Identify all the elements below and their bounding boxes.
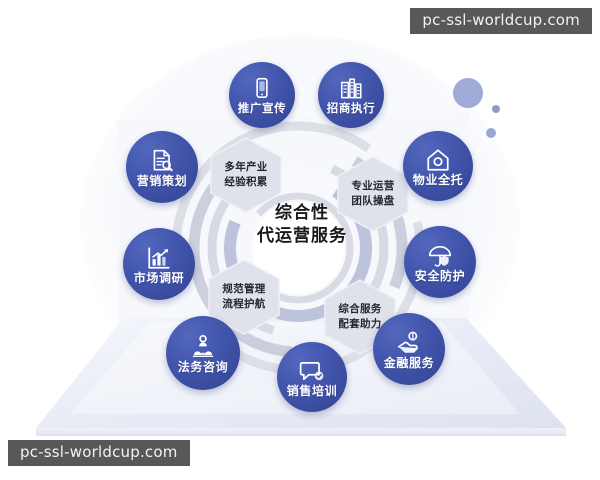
office-building-icon bbox=[341, 78, 362, 99]
hand-coin-icon bbox=[397, 331, 419, 353]
hex-label-line2: 团队操盘 bbox=[351, 195, 395, 207]
center-title: 综合性 代运营服务 bbox=[240, 202, 364, 248]
node-market-research[interactable]: 市场调研 bbox=[123, 228, 195, 300]
node-label: 市场调研 bbox=[133, 270, 185, 285]
hex-label-line2: 流程护航 bbox=[222, 298, 266, 310]
hex-label-line2: 经验积累 bbox=[224, 176, 268, 188]
decorative-dot-medium bbox=[486, 128, 496, 138]
node-promotion[interactable]: 推广宣传 bbox=[229, 62, 295, 128]
hex-label: 综合服务 配套助力 bbox=[338, 302, 381, 331]
hex-label-line1: 多年产业 bbox=[224, 161, 268, 174]
center-title-line2: 代运营服务 bbox=[257, 225, 347, 246]
hex-label: 规范管理 流程护航 bbox=[222, 282, 265, 311]
watermark-bottom: pc-ssl-worldcup.com bbox=[8, 440, 190, 466]
mobile-phone-icon bbox=[256, 77, 268, 98]
speech-bubble-icon bbox=[299, 361, 324, 380]
node-security-protection[interactable]: 安全防护 bbox=[404, 226, 476, 298]
node-property-trust[interactable]: 物业全托 bbox=[403, 131, 473, 201]
house-icon bbox=[427, 148, 449, 171]
document-search-icon bbox=[153, 149, 173, 171]
node-label: 金融服务 bbox=[383, 355, 435, 370]
node-label: 法务咨询 bbox=[177, 359, 229, 374]
hex-professional-team: 专业运营 团队操盘 bbox=[336, 156, 410, 232]
node-label: 物业全托 bbox=[412, 172, 464, 187]
node-legal-consulting[interactable]: 法务咨询 bbox=[166, 316, 240, 390]
node-label: 销售培训 bbox=[286, 383, 338, 398]
node-label: 推广宣传 bbox=[237, 100, 287, 115]
node-label: 招商执行 bbox=[326, 100, 376, 115]
hex-label-line1: 规范管理 bbox=[222, 283, 266, 296]
hexagon-shape bbox=[210, 137, 282, 213]
hex-years-experience: 多年产业 经验积累 bbox=[209, 137, 283, 213]
hex-label: 多年产业 经验积累 bbox=[224, 160, 267, 189]
node-marketing-planning[interactable]: 营销策划 bbox=[126, 131, 198, 203]
hex-label: 专业运营 团队操盘 bbox=[351, 179, 394, 208]
hex-standard-management: 规范管理 流程护航 bbox=[207, 259, 281, 335]
people-group-icon bbox=[192, 334, 214, 357]
hexagon-shape bbox=[208, 259, 280, 335]
node-financial-services[interactable]: 金融服务 bbox=[373, 313, 445, 385]
hex-label-line1: 专业运营 bbox=[351, 180, 395, 193]
node-label: 安全防护 bbox=[414, 268, 466, 283]
node-label: 营销策划 bbox=[136, 173, 188, 188]
node-sales-training[interactable]: 销售培训 bbox=[277, 342, 347, 412]
hex-label-line2: 配套助力 bbox=[338, 318, 382, 330]
decorative-dot-large bbox=[453, 78, 483, 108]
bar-chart-trend-icon bbox=[148, 246, 170, 269]
watermark-top: pc-ssl-worldcup.com bbox=[410, 8, 592, 34]
center-title-line1: 综合性 bbox=[275, 203, 329, 223]
decorative-dot-small bbox=[492, 105, 500, 113]
umbrella-shield-icon bbox=[428, 245, 452, 267]
hex-label-line1: 综合服务 bbox=[338, 303, 382, 316]
node-investment-execution[interactable]: 招商执行 bbox=[318, 62, 384, 128]
